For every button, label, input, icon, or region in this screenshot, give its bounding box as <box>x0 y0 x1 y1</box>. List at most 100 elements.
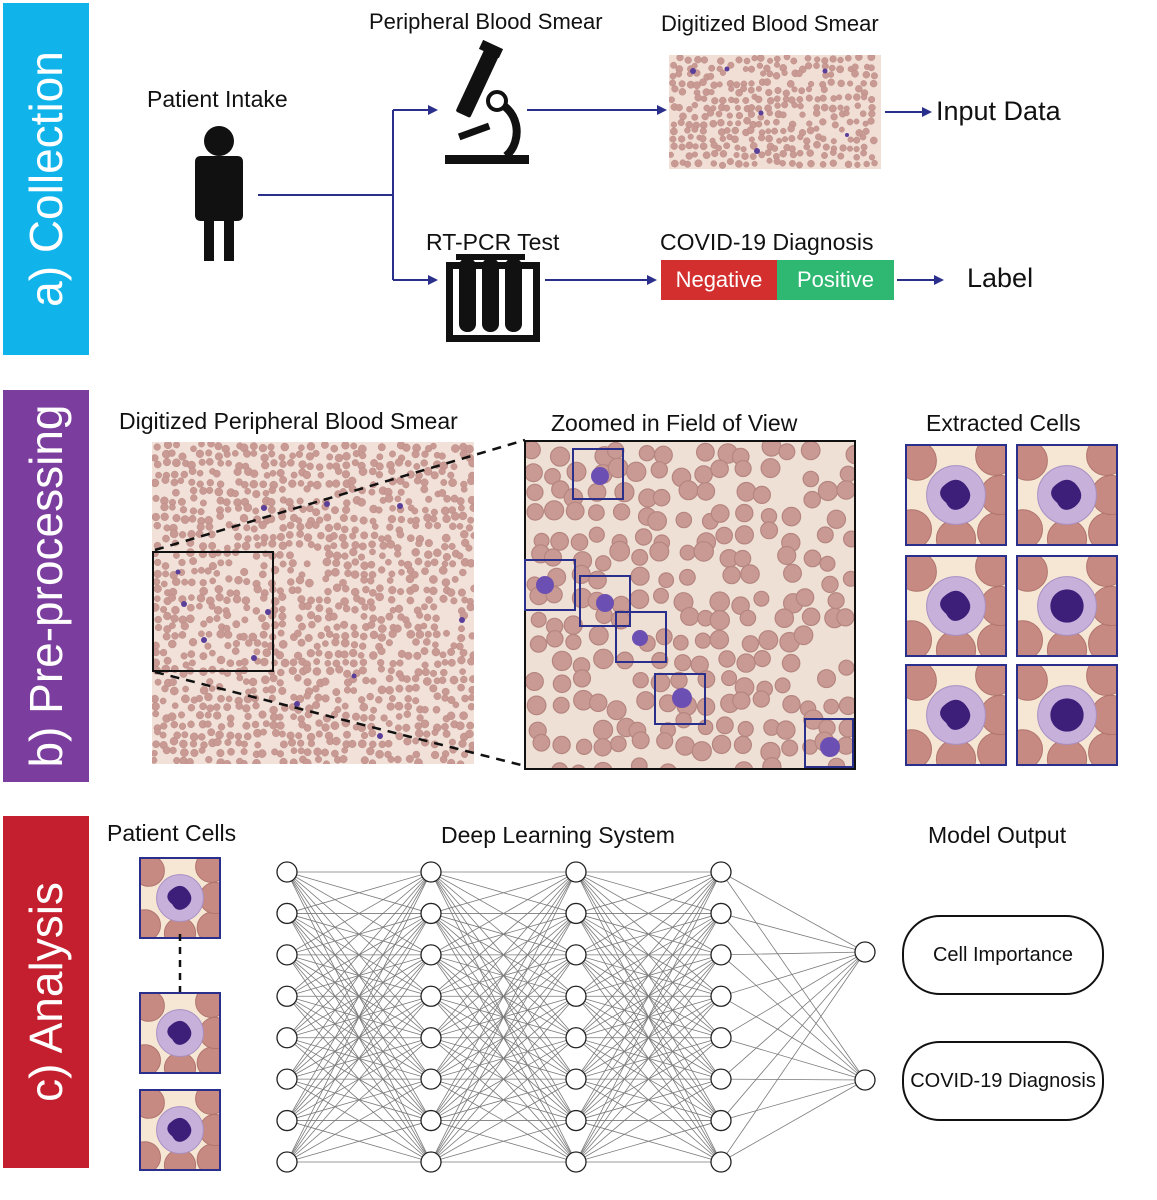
red-blood-cell <box>332 479 341 488</box>
red-blood-cell <box>697 670 716 689</box>
red-blood-cell <box>838 659 854 676</box>
red-blood-cell <box>733 81 741 89</box>
red-blood-cell <box>807 159 815 168</box>
red-blood-cell <box>715 526 733 545</box>
red-blood-cell <box>260 540 268 547</box>
red-blood-cell <box>206 457 214 466</box>
red-blood-cell <box>751 160 758 167</box>
red-blood-cell <box>468 632 474 640</box>
red-blood-cell <box>368 714 376 722</box>
covid-diagnosis-title: COVID-19 Diagnosis <box>660 229 874 255</box>
red-blood-cell <box>152 740 160 749</box>
red-blood-cell <box>871 159 878 167</box>
red-blood-cell <box>386 540 396 549</box>
red-blood-cell <box>339 755 348 764</box>
red-blood-cell <box>588 693 608 713</box>
red-blood-cell <box>432 630 441 639</box>
red-blood-cell <box>195 694 204 703</box>
red-blood-cell <box>298 622 306 631</box>
red-blood-cell <box>530 611 547 628</box>
red-blood-cell <box>179 739 188 749</box>
red-blood-cell <box>235 702 243 710</box>
red-blood-cell <box>262 648 272 657</box>
red-blood-cell <box>805 86 812 93</box>
red-blood-cell <box>279 524 287 532</box>
red-blood-cell <box>442 514 451 524</box>
red-blood-cell <box>398 559 405 567</box>
red-blood-cell <box>224 738 232 746</box>
red-blood-cell <box>700 56 709 64</box>
red-blood-cell <box>780 127 787 135</box>
red-blood-cell <box>205 630 213 638</box>
red-blood-cell <box>379 552 386 560</box>
red-blood-cell <box>278 686 287 695</box>
red-blood-cell <box>375 592 384 602</box>
red-blood-cell <box>808 80 815 88</box>
network-edge <box>286 996 432 1163</box>
red-blood-cell <box>224 642 232 650</box>
red-blood-cell <box>803 490 821 509</box>
red-blood-cell <box>813 62 820 69</box>
red-blood-cell <box>367 722 376 731</box>
network-edge <box>286 871 432 1038</box>
red-blood-cell <box>159 697 167 705</box>
red-blood-cell <box>297 747 305 755</box>
red-blood-cell <box>614 482 635 503</box>
red-blood-cell <box>831 121 839 129</box>
red-blood-cell <box>749 142 758 150</box>
red-blood-cell <box>430 471 439 480</box>
red-blood-cell <box>746 126 755 134</box>
red-blood-cell <box>749 153 757 160</box>
red-blood-cell <box>199 487 208 495</box>
red-blood-cell <box>734 525 754 545</box>
red-blood-cell <box>161 685 169 693</box>
red-blood-cell <box>326 666 335 676</box>
red-blood-cell <box>691 741 712 762</box>
red-blood-cell <box>405 754 414 763</box>
network-node <box>276 944 298 966</box>
red-blood-cell <box>208 542 217 550</box>
red-blood-cell <box>406 629 416 639</box>
red-blood-cell <box>868 154 876 161</box>
red-blood-cell <box>331 749 339 758</box>
red-blood-cell <box>213 469 221 478</box>
red-blood-cell <box>694 94 702 102</box>
red-blood-cell <box>315 604 324 613</box>
red-blood-cell <box>685 141 694 150</box>
section-tab-collection: a) Collection <box>3 3 89 355</box>
red-blood-cell <box>402 443 411 452</box>
red-blood-cell <box>678 135 686 143</box>
red-blood-cell <box>188 578 196 587</box>
red-blood-cell <box>765 128 772 135</box>
red-blood-cell <box>253 639 262 647</box>
network-edge <box>430 1037 577 1163</box>
red-blood-cell <box>241 481 249 489</box>
red-blood-cell <box>828 64 836 72</box>
red-blood-cell <box>304 633 313 642</box>
red-blood-cell <box>250 694 259 703</box>
red-blood-cell <box>206 479 214 487</box>
red-blood-cell <box>248 677 258 687</box>
red-blood-cell <box>170 470 179 479</box>
red-blood-cell <box>162 746 171 755</box>
red-blood-cell <box>526 442 541 460</box>
red-blood-cell <box>837 104 844 111</box>
red-blood-cell <box>466 559 474 568</box>
red-blood-cell <box>388 586 397 595</box>
red-blood-cell <box>781 136 788 143</box>
red-blood-cell <box>171 702 179 710</box>
red-blood-cell <box>253 585 262 594</box>
red-blood-cell <box>306 442 316 451</box>
red-blood-cell <box>335 602 343 610</box>
red-blood-cell <box>181 731 189 739</box>
red-blood-cell <box>169 678 177 687</box>
red-blood-cell <box>869 136 878 145</box>
red-blood-cell <box>240 567 249 576</box>
red-blood-cell <box>232 620 241 629</box>
red-blood-cell <box>313 498 321 505</box>
red-blood-cell <box>755 120 763 128</box>
red-blood-cell <box>867 55 876 61</box>
network-node <box>710 1109 732 1132</box>
red-blood-cell <box>250 687 257 694</box>
red-blood-cell <box>467 476 474 485</box>
